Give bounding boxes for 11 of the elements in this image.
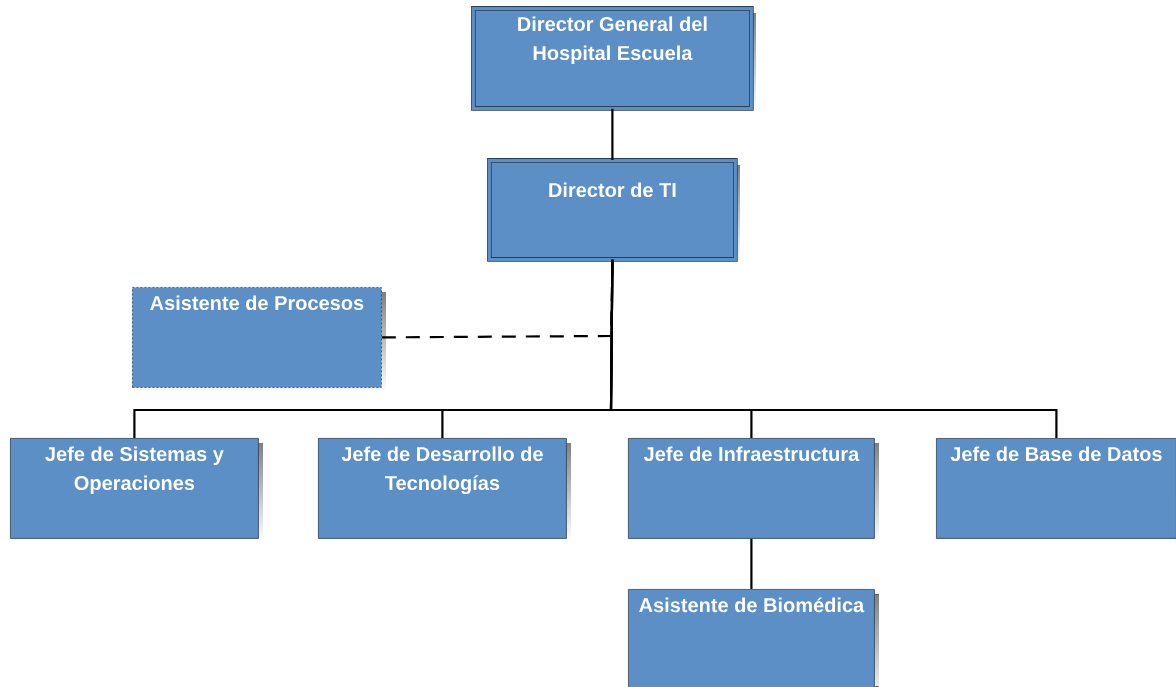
org-box: Director General del Hospital Escuela — [471, 6, 756, 113]
connector-line — [609, 259, 1058, 438]
org-box: Director de TI — [487, 158, 740, 264]
org-box: Asistente de Biomédica — [628, 589, 879, 687]
org-box: Jefe de Infraestructura — [628, 438, 879, 543]
org-box: Asistente de Procesos — [132, 287, 386, 392]
connector-line — [611, 108, 614, 160]
org-box: Jefe de Sistemas y Operaciones — [10, 438, 263, 543]
org-box: Jefe de Desarrollo de Tecnologías — [318, 438, 571, 543]
org-box: Jefe de Base de Datos — [936, 438, 1176, 543]
connector-line — [750, 538, 753, 589]
